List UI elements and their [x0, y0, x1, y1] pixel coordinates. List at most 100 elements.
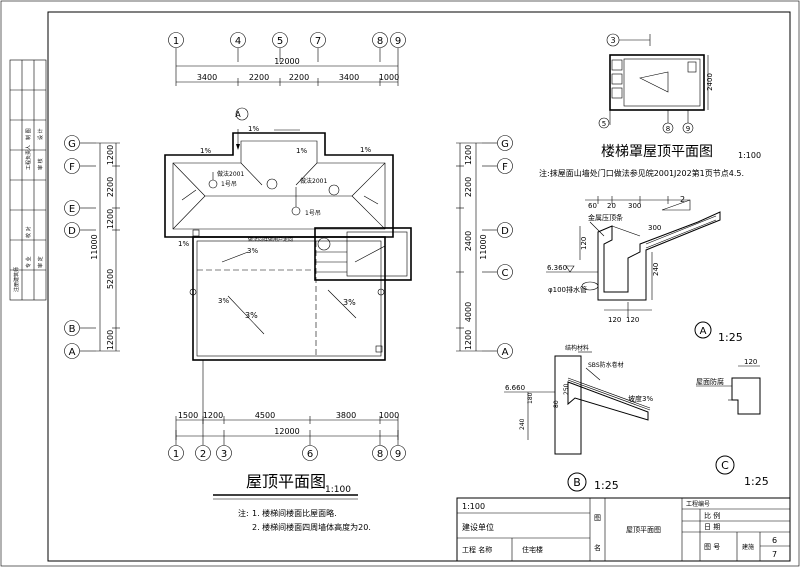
dim-top: 2200 [289, 73, 309, 82]
grid-right-label: G [501, 139, 509, 150]
grid-right-label: F [502, 162, 508, 173]
detail-a-dim: 300 [628, 202, 641, 210]
detail-b-dim: 80 [553, 400, 560, 408]
detail-b-scale: 1:25 [594, 479, 619, 492]
tb-scale-label: 比 例 [704, 511, 720, 520]
detail-b: 结构材料 SBS防水卷材 坡度3% 6.660 250 80 240 180 B… [504, 344, 653, 492]
tb-scale-top: 1:100 [462, 502, 485, 511]
note-line: 1. 楼梯间楼面比屋面略. [252, 508, 337, 518]
stamp-text-4: 专 业 [25, 256, 32, 268]
tb-drawing-name: 屋顶平面图 [626, 526, 661, 534]
grid-left-label: G [68, 139, 76, 150]
slope-label: 1% [178, 240, 189, 248]
detail-a-dim: 60 [588, 202, 597, 210]
slope-label: 1% [200, 147, 211, 155]
stair-dim: 2400 [706, 73, 714, 91]
dim-left: 1200 [106, 330, 115, 350]
stamp-text-3: 制 图 [25, 128, 32, 140]
dims-right: 11000 1200 2200 2400 4000 1200 [456, 142, 488, 352]
grid-top-label: 1 [173, 36, 179, 47]
tb-project-no-label: 工程编号 [686, 500, 710, 508]
notes-heading: 注: [238, 508, 249, 518]
detail-a-dim: 120 [626, 316, 639, 324]
roof-tag: 1号吊 [221, 181, 237, 188]
dims-top: 12000 3400 2200 2200 3400 1000 [175, 57, 399, 86]
stair-scale: 1:100 [738, 151, 761, 160]
grid-bottom-label: 2 [200, 449, 206, 460]
detail-c-label: C [721, 459, 729, 472]
dim-right: 1200 [464, 145, 473, 165]
main-scale: 1:100 [325, 485, 351, 495]
grid-bottom-label: 9 [395, 449, 401, 460]
dim-left: 5200 [106, 269, 115, 289]
dim-bottom: 1500 [178, 411, 198, 420]
dim-top: 1000 [379, 73, 399, 82]
sheet-inner-border [47, 11, 791, 562]
grid-bottom-label: 6 [307, 449, 313, 460]
stair-grid: 9 [686, 125, 690, 133]
notes: 注: 1. 楼梯间楼面比屋面略. 2. 楼梯间楼面四周墙体高度为20. [238, 508, 371, 532]
stamp-text-0: 工程负责人 [25, 145, 32, 170]
dim-right: 1200 [464, 330, 473, 350]
dims-bottom: 1500 1200 4500 3800 1000 12000 [175, 411, 399, 440]
tb-drawing-label-2: 名 [594, 543, 601, 552]
detail-a-dim: 120 [608, 316, 621, 324]
roof-tag: 1号吊 [305, 210, 321, 217]
stamp-text-7: 注册建筑师 [13, 267, 20, 292]
detail-a-dim: 120 [580, 237, 588, 250]
stamp-text-1: 审 核 [37, 158, 44, 170]
grid-left: G F E D B A [64, 135, 96, 359]
detail-c: 120 屋面防腐 C 1:25 [696, 358, 769, 488]
detail-c-dim: 120 [744, 358, 757, 366]
note-line: 2. 楼梯间楼面四周墙体高度为20. [252, 522, 371, 532]
grid-top-label: 4 [235, 36, 241, 47]
detail-a-slope: 2 [680, 195, 685, 204]
roof-tag: 做法2001 [300, 177, 327, 185]
tb-project-name: 住宅楼 [522, 545, 543, 554]
detail-a-dim: 240 [652, 263, 660, 276]
slope-arrows: A 1% 1% 1% 1% 3% 3% 3% 3% 1% [178, 107, 379, 335]
lower-roof [189, 229, 386, 361]
grid-left-label: D [68, 226, 76, 237]
roof-note: 做法同样做用户走向 [248, 236, 293, 243]
grid-top-label: 5 [277, 36, 283, 47]
stair-roof-plan: 3 2400 5 8 9 楼梯罩屋顶平面图 1:100 注:抹屋面山墙处门口做法… [539, 33, 761, 178]
dim-bottom: 3800 [336, 411, 356, 420]
grid-left-label: B [69, 324, 76, 335]
slope-label: 3% [247, 247, 258, 255]
slope-label: 1% [248, 125, 259, 133]
grid-top: 1 4 5 7 8 9 [168, 32, 406, 62]
dim-bottom: 1000 [379, 411, 399, 420]
dim-top: 3400 [197, 73, 217, 82]
roof-plan: 1 4 5 7 8 9 12000 3400 2200 2200 3 [64, 32, 513, 532]
dim-bottom: 1200 [203, 411, 223, 420]
detail-b-dim: 180 [527, 392, 534, 404]
detail-a-elev: 6.360 [547, 264, 567, 272]
roof-callouts: 做法2001 1号吊 做法2001 1号吊 做法同样做用户走向 [208, 170, 340, 243]
tb-construction-unit: 建设单位 [462, 522, 494, 532]
grid-bottom-label: 8 [377, 449, 383, 460]
detail-c-text: 屋面防腐 [696, 377, 724, 386]
stamp-text-2: 设 计 [37, 128, 44, 140]
detail-a-text: 金属压顶条 [588, 213, 623, 222]
dim-right: 4000 [464, 302, 473, 322]
detail-a-dim: 20 [607, 202, 616, 210]
main-title-block: 屋顶平面图 1:100 [213, 472, 358, 500]
stair-grid: 5 [602, 120, 606, 128]
stair-grid: 8 [666, 125, 670, 133]
dim-left-total: 11000 [90, 234, 99, 259]
stair-cover-plan [314, 227, 412, 281]
title-block: 1:100 建设单位 工程 名称 住宅楼 图 名 屋顶平面图 工程编号 比 例 … [456, 497, 791, 562]
dim-right: 2400 [464, 231, 473, 251]
grid-right: G F D C A [482, 135, 513, 359]
grid-top-label: 9 [395, 36, 401, 47]
stair-note: 注:抹屋面山墙处门口做法参见皖2001J202第1页节点4.5. [539, 168, 744, 178]
grid-bottom-label: 1 [173, 449, 179, 460]
detail-a: 60 20 300 2 金属压顶条 300 120 240 6.360 φ100… [546, 195, 743, 344]
tb-project-label: 工程 名称 [462, 545, 492, 554]
grid-left-label: F [69, 162, 75, 173]
dim-bottom-total: 12000 [274, 427, 299, 436]
stair-grid: 3 [610, 36, 615, 45]
